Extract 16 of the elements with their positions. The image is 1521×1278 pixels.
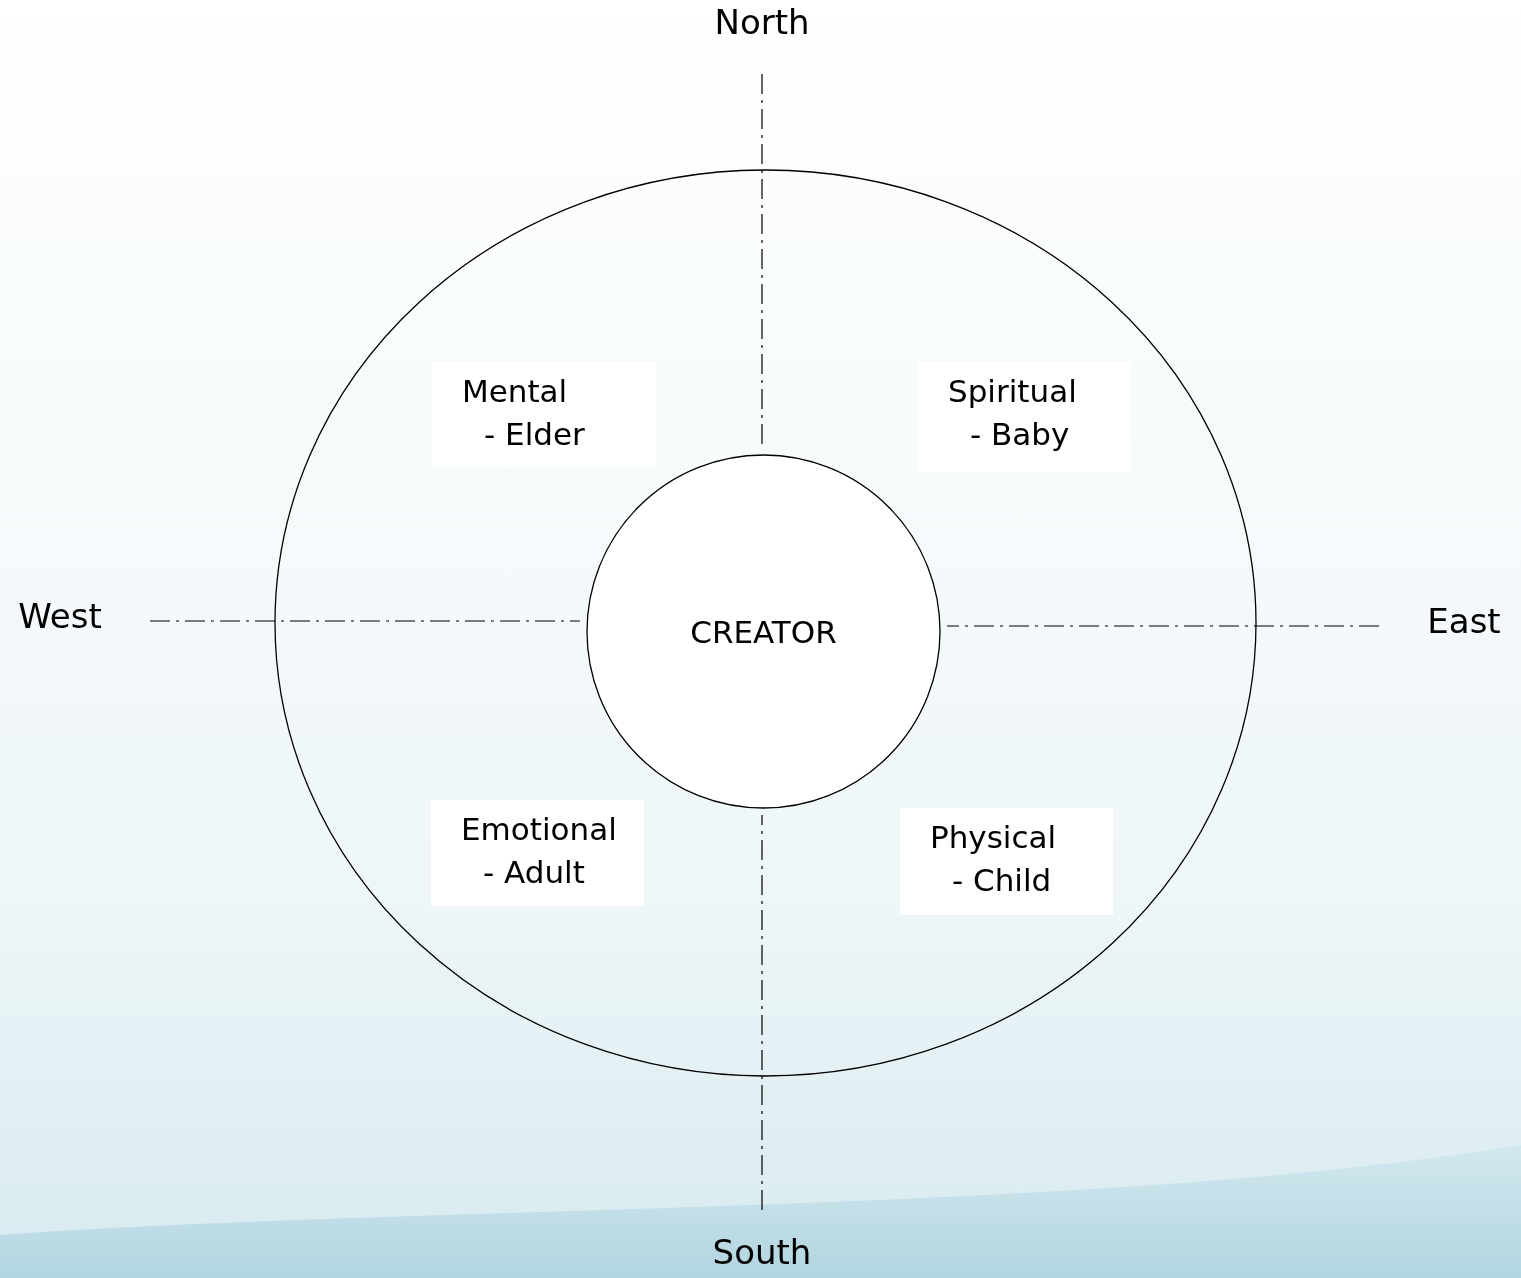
direction-label: South: [712, 1232, 812, 1272]
center-label: CREATOR: [690, 613, 837, 650]
quadrant-title: Emotional: [461, 810, 617, 849]
dash-dot-line: [946, 625, 1380, 627]
quadrant-subtitle: - Adult: [482, 853, 585, 892]
quadrant-subtitle: - Baby: [969, 415, 1070, 454]
direction-label: West: [18, 596, 102, 636]
quadrant-title: Mental: [462, 372, 568, 411]
direction-label: North: [714, 2, 810, 42]
dash-dot-line: [761, 814, 763, 1211]
quadrant-subtitle: - Elder: [483, 415, 585, 454]
quadrant-title: Physical: [930, 818, 1057, 857]
quadrant-title: Spiritual: [948, 372, 1077, 411]
quadrant-subtitle: - Child: [951, 861, 1052, 900]
dash-dot-line: [149, 620, 581, 622]
direction-label: East: [1427, 601, 1501, 641]
